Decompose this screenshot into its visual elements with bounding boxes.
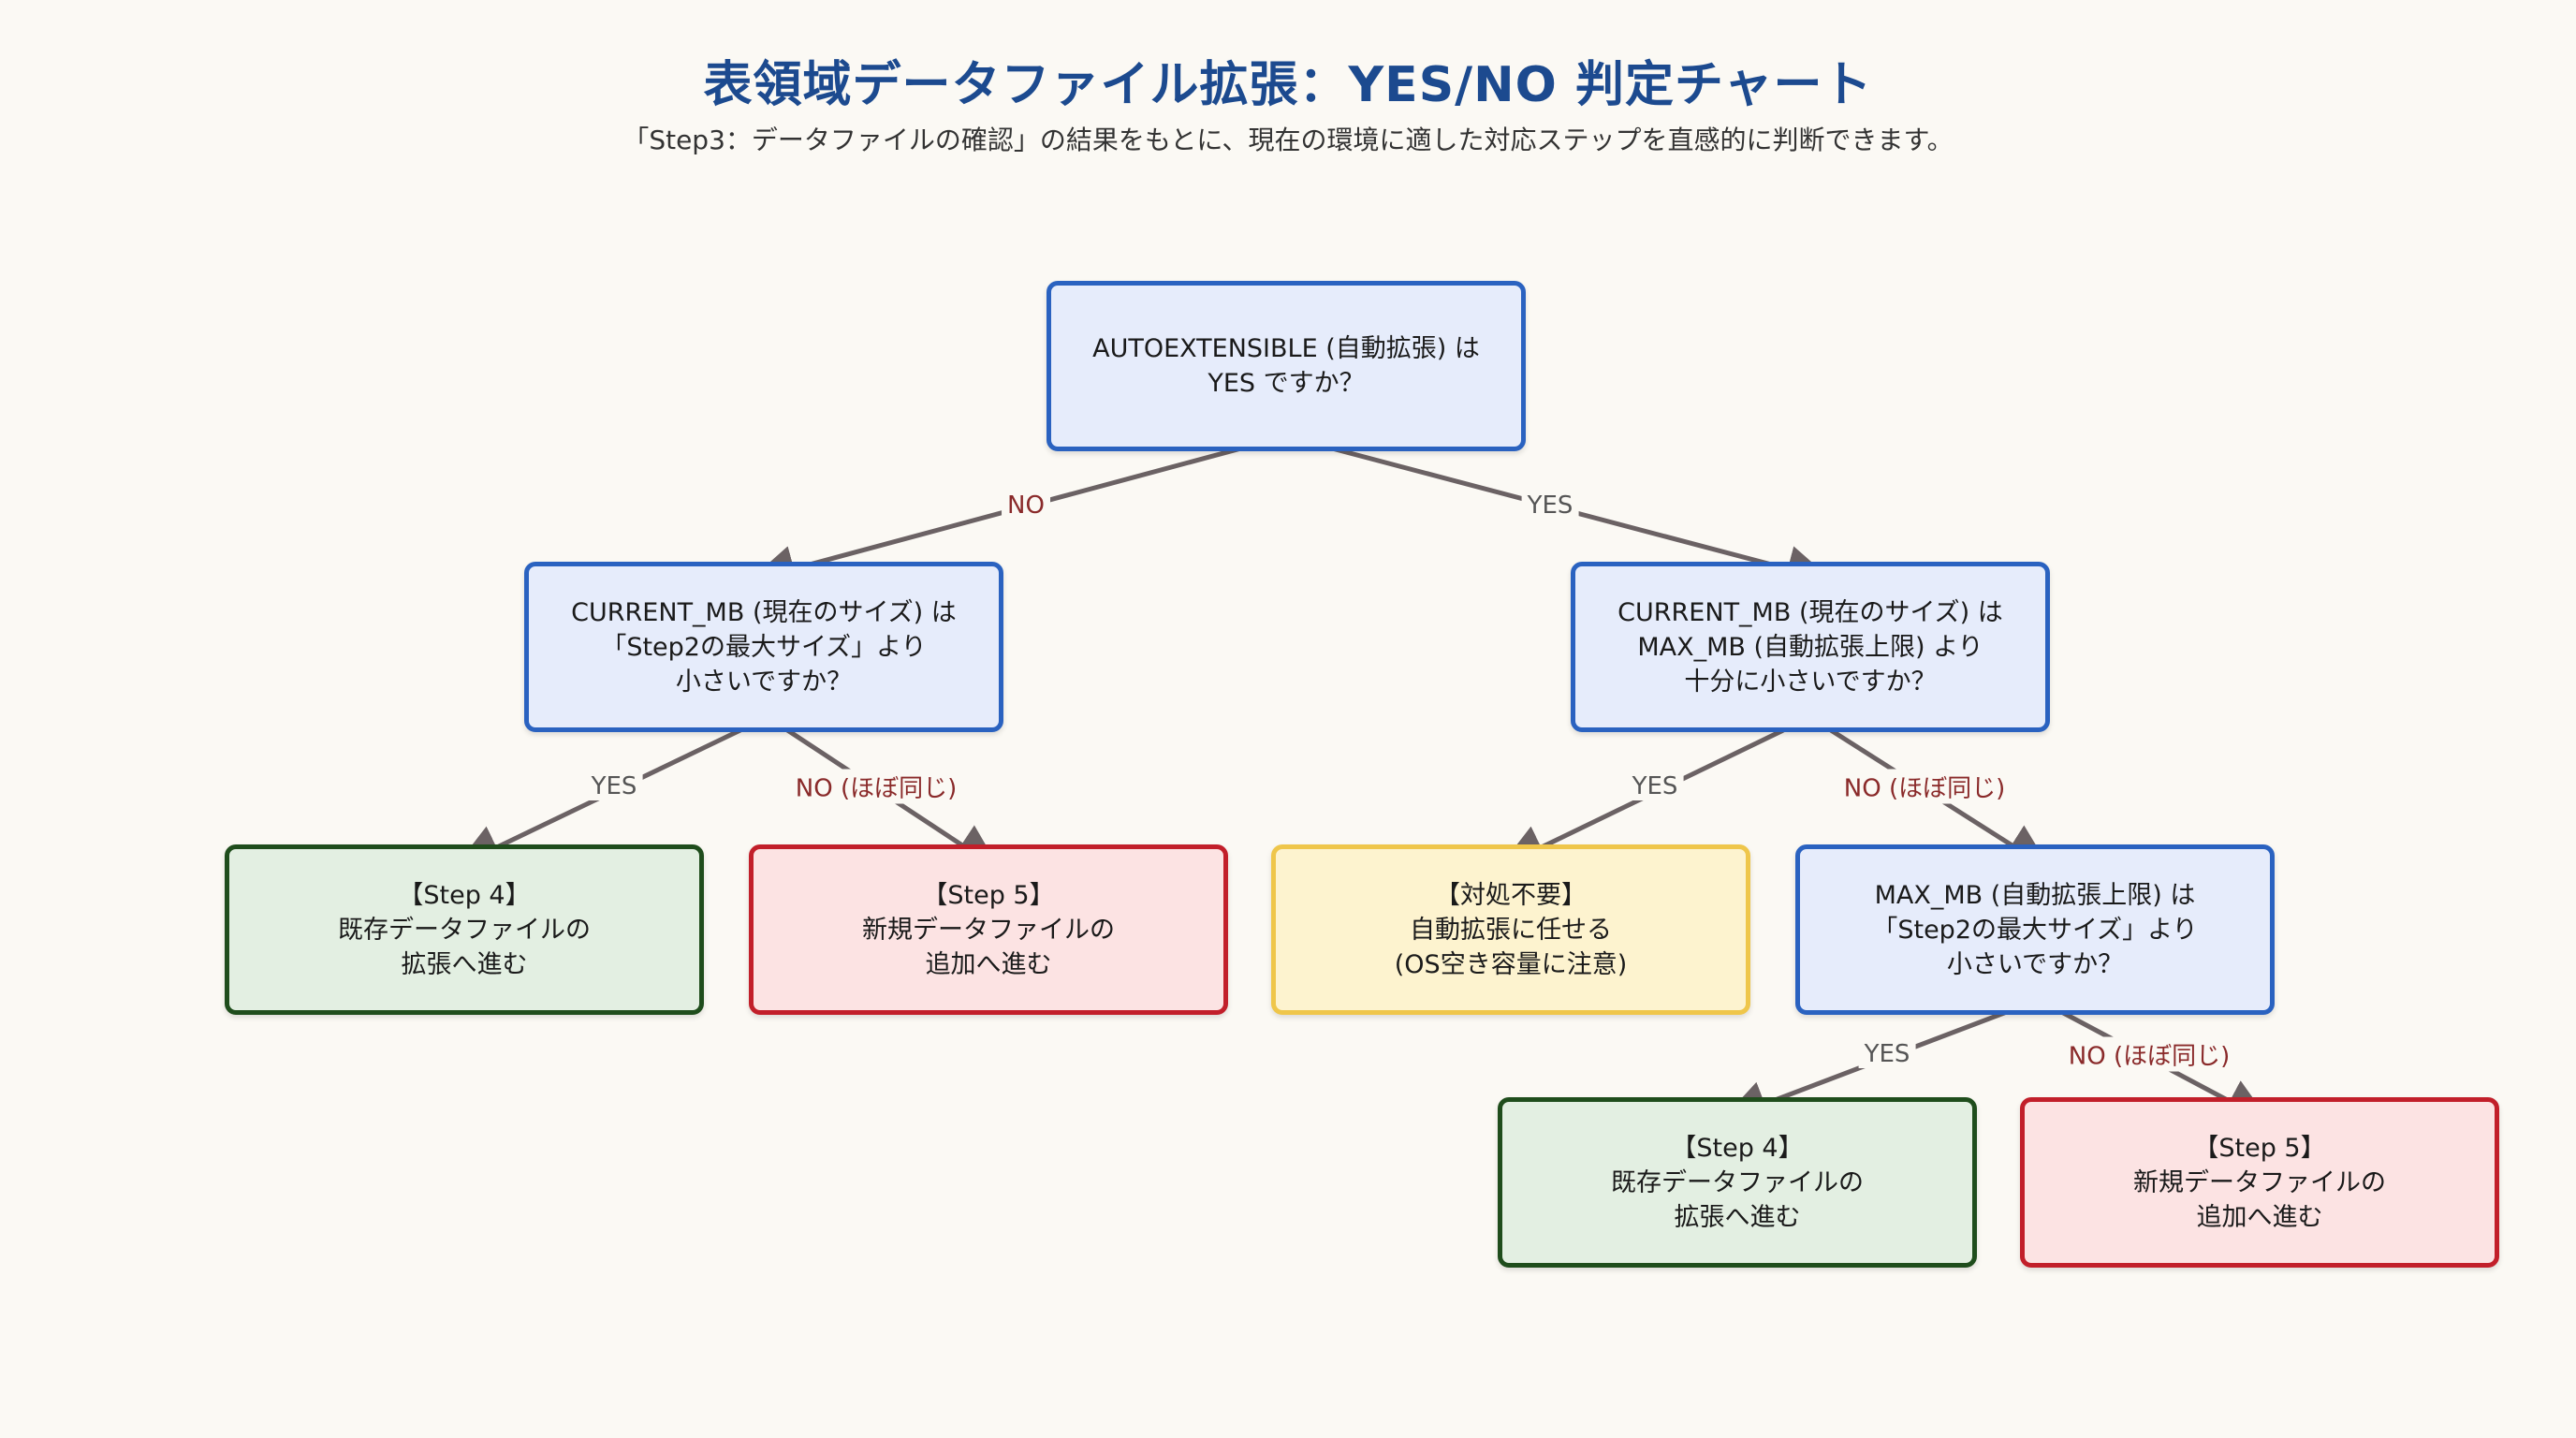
chart-title: 表領域データファイル拡張：YES/NO 判定チャート xyxy=(703,57,1873,113)
root-question-node: AUTOEXTENSIBLE (自動拡張) は YES ですか？ xyxy=(1046,281,1526,451)
step5-result-text-bottom: 【Step 5】 新規データファイルの 追加へ進む xyxy=(2133,1133,2386,1232)
step5-result-node-left: 【Step 5】 新規データファイルの 追加へ進む xyxy=(749,844,1228,1015)
edge-label-right-no: NO (ほぼ同じ) xyxy=(1837,769,2012,804)
edge-label-root-yes: YES xyxy=(1521,492,1579,520)
current-vs-max-question-node: CURRENT_MB (現在のサイズ) は MAX_MB (自動拡張上限) より… xyxy=(1571,562,2050,732)
edge-label-max-yes: YES xyxy=(1858,1040,1916,1068)
chart-subtitle: 「Step3：データファイルの確認」の結果をもとに、現在の環境に適した対応ステッ… xyxy=(622,125,1954,155)
step5-result-text-left: 【Step 5】 新規データファイルの 追加へ進む xyxy=(862,880,1115,979)
step4-result-text-left: 【Step 4】 既存データファイルの 拡張へ進む xyxy=(338,880,591,979)
no-action-result-text: 【対処不要】 自動拡張に任せる (OS空き容量に注意) xyxy=(1394,880,1628,979)
max-vs-step2-question-node: MAX_MB (自動拡張上限) は 「Step2の最大サイズ」より 小さいですか… xyxy=(1795,844,2275,1015)
step5-result-node-bottom: 【Step 5】 新規データファイルの 追加へ進む xyxy=(2020,1097,2499,1268)
root-question-text: AUTOEXTENSIBLE (自動拡張) は YES ですか？ xyxy=(1092,334,1480,398)
edge-label-max-no: NO (ほぼ同じ) xyxy=(2062,1036,2236,1072)
current-vs-max-question-text: CURRENT_MB (現在のサイズ) は MAX_MB (自動拡張上限) より… xyxy=(1617,597,2003,697)
step4-result-node-left: 【Step 4】 既存データファイルの 拡張へ進む xyxy=(225,844,704,1015)
edge-label-left-no: NO (ほぼ同じ) xyxy=(789,769,963,804)
max-vs-step2-question-text: MAX_MB (自動拡張上限) は 「Step2の最大サイズ」より 小さいですか… xyxy=(1872,880,2198,979)
edge-label-right-yes: YES xyxy=(1626,772,1684,800)
no-action-result-node: 【対処不要】 自動拡張に任せる (OS空き容量に注意) xyxy=(1271,844,1750,1015)
current-vs-step2-question-text: CURRENT_MB (現在のサイズ) は 「Step2の最大サイズ」より 小さ… xyxy=(571,597,957,697)
edge-label-root-no: NO xyxy=(1002,492,1050,520)
current-vs-step2-question-node: CURRENT_MB (現在のサイズ) は 「Step2の最大サイズ」より 小さ… xyxy=(524,562,1003,732)
edge-label-left-yes: YES xyxy=(585,772,643,800)
step4-result-node-bottom: 【Step 4】 既存データファイルの 拡張へ進む xyxy=(1498,1097,1977,1268)
step4-result-text-bottom: 【Step 4】 既存データファイルの 拡張へ進む xyxy=(1611,1133,1864,1232)
